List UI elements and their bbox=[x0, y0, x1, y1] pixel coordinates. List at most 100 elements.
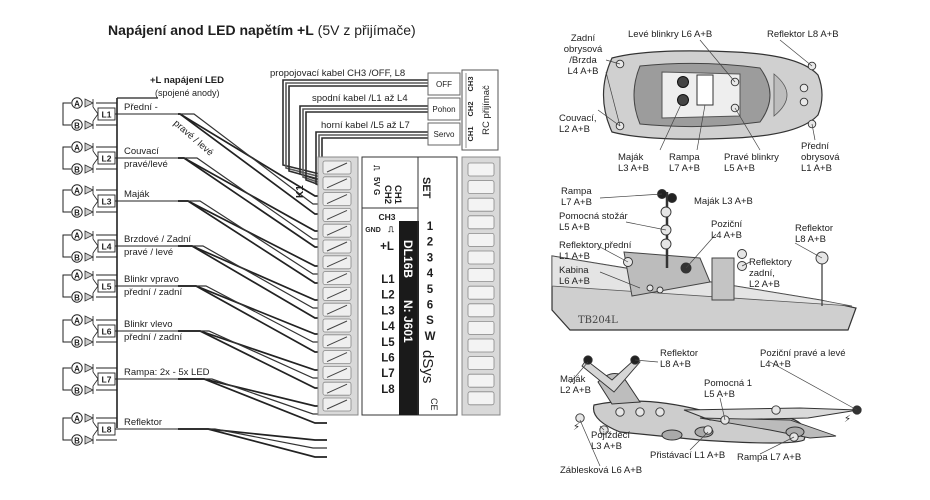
car-beacon-0 bbox=[677, 76, 689, 88]
module-num-4: 4 bbox=[427, 268, 434, 280]
connector-slot bbox=[467, 285, 495, 300]
row-sublabel-L2: pravé/levé bbox=[124, 159, 168, 170]
boat-label-pomocna-line-1: Pomocná stožár bbox=[559, 211, 628, 222]
connector-slot bbox=[467, 232, 495, 247]
led-symbol bbox=[84, 385, 94, 395]
cathode-link bbox=[92, 106, 99, 115]
receiver-plug-1 bbox=[427, 97, 461, 121]
module-num-2: 2 bbox=[427, 237, 433, 249]
terminal-screw bbox=[326, 304, 348, 315]
plane-leader bbox=[599, 425, 605, 431]
led-symbol bbox=[84, 120, 94, 130]
module-ch3-title: CH3 bbox=[378, 212, 395, 222]
output-wire-L1 bbox=[178, 113, 327, 197]
output-box-label: L3 bbox=[102, 197, 112, 207]
car-lamp-7 bbox=[799, 97, 809, 107]
led-symbol bbox=[84, 270, 94, 280]
common-anode-label: +L napájení LED bbox=[150, 75, 224, 86]
led-pin-b-L4 bbox=[71, 251, 83, 263]
plane-label-pristavaci-line-1: Přistávací L1 A+B bbox=[650, 450, 726, 461]
led-pin-a-L6 bbox=[71, 314, 83, 326]
wire-hidden bbox=[62, 125, 70, 133]
row-label-L2-line-1: Couvací bbox=[124, 146, 159, 157]
car-leader bbox=[811, 123, 816, 141]
boat-lamp-2 bbox=[660, 206, 672, 218]
row-label-L6-line-1: Blinkr vlevo bbox=[124, 319, 173, 330]
module-output-L7: L7 bbox=[381, 368, 394, 380]
connector-slot bbox=[467, 373, 495, 388]
plane-lamp-9 bbox=[615, 407, 625, 417]
output-box-label: L6 bbox=[102, 327, 112, 337]
module-num-3: 3 bbox=[427, 252, 433, 264]
pin-loop-L8 bbox=[62, 417, 71, 441]
row-label-L8: Reflektor bbox=[124, 417, 162, 428]
module-ch3-sig: ⎍ bbox=[387, 225, 394, 234]
boat-name: TB204L bbox=[578, 315, 618, 326]
car-label-majak-line-2: L3 A+B bbox=[618, 163, 649, 174]
row-label-L8-line-1: Reflektor bbox=[124, 417, 163, 428]
row-label-L7-line-1: Rampa: 2x - 5x LED bbox=[124, 367, 210, 378]
led-pin-label: A bbox=[74, 271, 80, 280]
output-box-label: L4 bbox=[102, 242, 112, 252]
boat-label-reflz-line-3: L2 A+B bbox=[749, 279, 780, 290]
boat-label-kabina-line-2: L6 A+B bbox=[559, 276, 590, 287]
receiver-plug-label: OFF bbox=[436, 80, 452, 89]
car-label-prave-line-1: Pravé blinkry bbox=[724, 152, 779, 163]
terminal-screw bbox=[326, 367, 348, 378]
cathode-link bbox=[92, 323, 99, 332]
row-label-L4-line-1: Brzdové / Zadní bbox=[124, 234, 192, 245]
boat-lamp-1 bbox=[667, 193, 677, 203]
cathode-link bbox=[92, 150, 99, 159]
connector-slot bbox=[467, 215, 495, 230]
module-ch1: CH1 bbox=[392, 185, 403, 205]
plane-strobe-icon-right: ⚡ bbox=[844, 414, 851, 425]
boat-label-pomocna-line-2: L5 A+B bbox=[559, 222, 590, 233]
led-symbol bbox=[84, 337, 94, 347]
cathode-link bbox=[92, 193, 99, 202]
led-pin-a-L5 bbox=[71, 269, 83, 281]
led-symbol bbox=[84, 252, 94, 262]
output-box-label: L8 bbox=[102, 425, 112, 435]
led-pin-a-L7 bbox=[71, 362, 83, 374]
connector-slot bbox=[467, 250, 495, 265]
connector-slot bbox=[467, 268, 495, 283]
terminal-screw bbox=[326, 241, 348, 252]
output-wire-L3 bbox=[178, 200, 327, 284]
terminal-screw bbox=[326, 399, 348, 410]
boat-leader bbox=[599, 193, 663, 199]
led-pin-label: B bbox=[74, 121, 80, 130]
plane-leader bbox=[569, 361, 589, 384]
connector-slot bbox=[467, 356, 495, 371]
car-label-reflektor-line-1: Reflektor L8 A+B bbox=[767, 29, 839, 40]
module-ch3-gnd: GND bbox=[365, 227, 381, 234]
plane-engine-0 bbox=[661, 429, 683, 441]
connector-slot bbox=[467, 338, 495, 353]
output-box-label: L2 bbox=[102, 154, 112, 164]
led-symbol bbox=[84, 185, 94, 195]
led-symbol bbox=[84, 142, 94, 152]
module-plus-l: +L bbox=[380, 241, 394, 253]
module-output-L3: L3 bbox=[381, 305, 394, 317]
lead-wire bbox=[178, 428, 327, 449]
led-symbol bbox=[84, 435, 94, 445]
led-pin-a-L4 bbox=[71, 229, 83, 241]
row-label-L2: Couvací bbox=[124, 146, 159, 157]
car-label-leve: Levé blinkry L6 A+B bbox=[628, 29, 712, 40]
car-drawing bbox=[597, 39, 823, 151]
diagram-title: Napájení anod LED napětím +L (5V z přijí… bbox=[108, 22, 416, 38]
terminal-screw bbox=[326, 352, 348, 363]
boat-leader bbox=[741, 261, 751, 267]
row-label-L1: Přední - bbox=[124, 102, 158, 113]
boat-label-pozicni-line-1: Poziční bbox=[711, 219, 743, 230]
led-pin-label: B bbox=[74, 293, 80, 302]
